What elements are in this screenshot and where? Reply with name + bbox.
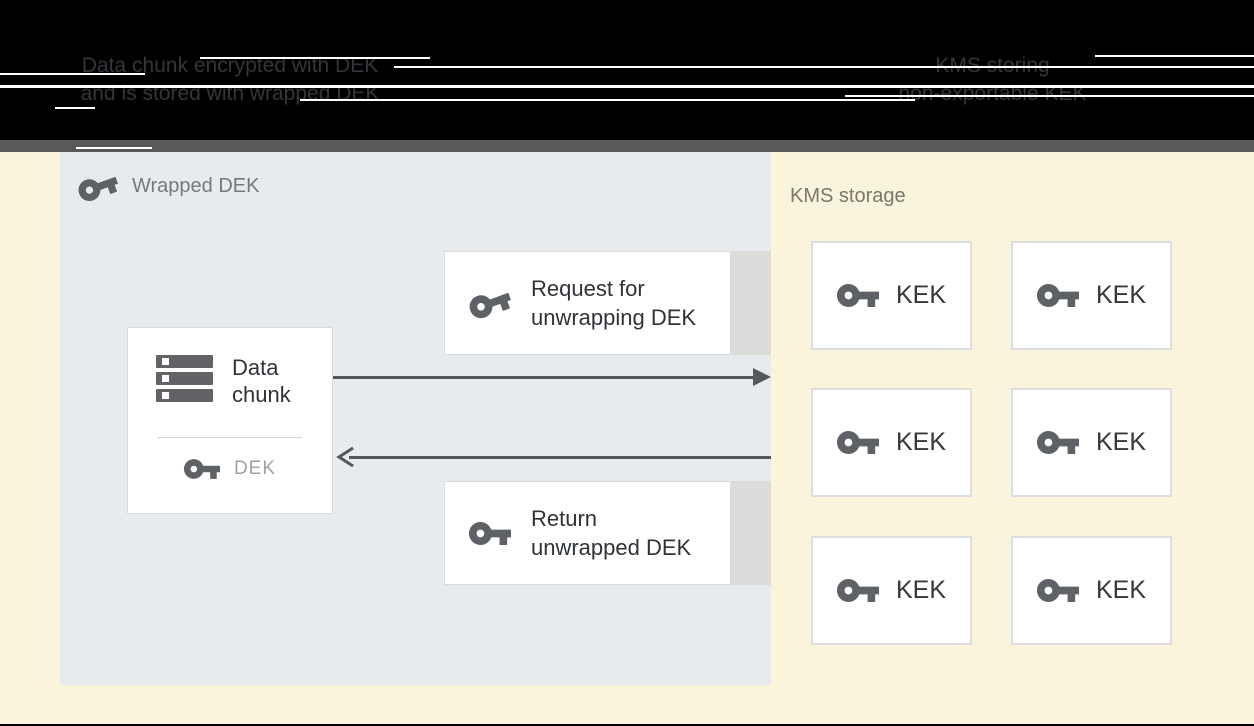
key-icon xyxy=(469,292,512,318)
kms-storage-label-text: KMS storage xyxy=(790,185,906,207)
return-arrow-head xyxy=(336,446,354,468)
request-unwrap-label: Request for unwrapping DEK xyxy=(531,276,697,330)
header-artifact-line xyxy=(300,99,915,101)
return-unwrapped-box: Return unwrapped DEK xyxy=(444,481,731,585)
kek-box-5: KEK xyxy=(811,536,972,645)
key-icon xyxy=(183,459,220,479)
key-icon xyxy=(836,579,879,602)
header-artifact-line xyxy=(200,57,430,59)
key-icon xyxy=(78,176,119,201)
kms-storage-label: KMS storage xyxy=(790,185,906,208)
dek-label: DEK xyxy=(233,458,277,479)
header-note-left-line1: Data chunk encrypted with DEK xyxy=(81,54,379,77)
return-unwrapped-label: Return unwrapped DEK xyxy=(531,506,692,560)
header-note-right-line1: KMS storing xyxy=(935,54,1050,77)
data-chunk-divider xyxy=(158,437,302,438)
data-chunk-title: Data chunk xyxy=(232,355,291,407)
kek-box-6: KEK xyxy=(1011,536,1172,645)
dek-row: DEK xyxy=(128,458,332,480)
kek-label: KEK xyxy=(1095,428,1147,456)
header-artifact-line xyxy=(0,73,145,75)
return-arrow-line xyxy=(349,456,771,459)
request-unwrap-box: Request for unwrapping DEK xyxy=(444,251,731,355)
request-arrow-line xyxy=(333,376,755,379)
bottom-edge-line xyxy=(0,724,1254,726)
data-chunk-box: Data chunk DEK xyxy=(127,327,333,514)
kek-box-4: KEK xyxy=(1011,388,1172,497)
kek-label: KEK xyxy=(895,281,947,309)
header-artifact-line xyxy=(0,85,1254,88)
key-icon xyxy=(1036,284,1079,307)
gray-divider-band xyxy=(0,140,1254,152)
kek-label: KEK xyxy=(1095,576,1147,604)
header-band: Data chunk encrypted with DEK and is sto… xyxy=(0,0,1254,140)
header-artifact-line xyxy=(55,107,95,109)
kek-box-2: KEK xyxy=(1011,241,1172,350)
key-icon xyxy=(836,431,879,454)
kek-box-3: KEK xyxy=(811,388,972,497)
wrapped-dek-label-text: Wrapped DEK xyxy=(132,175,260,197)
return-box-edge xyxy=(731,481,771,585)
request-box-edge xyxy=(731,251,771,355)
kek-label: KEK xyxy=(895,576,947,604)
kek-label: KEK xyxy=(1095,281,1147,309)
kek-label: KEK xyxy=(895,428,947,456)
wrapped-dek-label: Wrapped DEK xyxy=(78,175,260,201)
key-icon xyxy=(1036,579,1079,602)
key-icon xyxy=(1036,431,1079,454)
storage-icon xyxy=(156,355,213,402)
key-icon xyxy=(836,284,879,307)
header-artifact-line xyxy=(1095,55,1254,57)
request-arrow-head xyxy=(753,368,771,386)
key-icon xyxy=(469,521,511,545)
header-artifact-line xyxy=(76,147,152,149)
header-artifact-line xyxy=(394,66,1254,68)
header-artifact-line xyxy=(845,95,1254,97)
kek-box-1: KEK xyxy=(811,241,972,350)
